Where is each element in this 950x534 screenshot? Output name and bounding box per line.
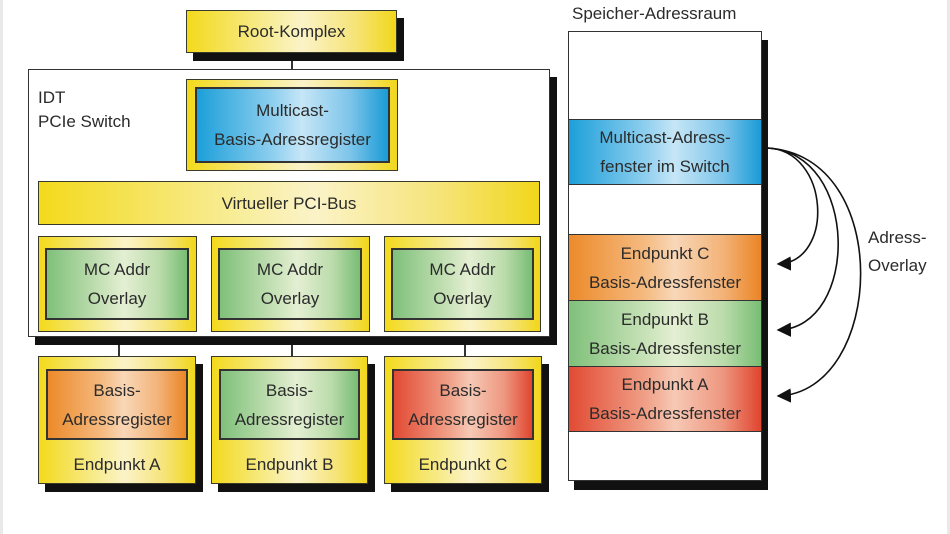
memory-region-endpoint-b: Endpunkt B Basis-Adressfenster bbox=[568, 300, 762, 367]
memory-region-multicast: Multicast-Adress- fenster im Switch bbox=[568, 119, 762, 185]
virtual-pci-bus-label: Virtueller PCI-Bus bbox=[221, 193, 357, 213]
overlay-label-b: MC Addr Overlay bbox=[256, 260, 324, 308]
left-border bbox=[0, 0, 3, 534]
endpoint-c-register-label: Basis- Adressregister bbox=[408, 380, 518, 429]
right-border bbox=[947, 0, 950, 534]
endpoint-a-name: Endpunkt A bbox=[73, 454, 161, 474]
multicast-register-label: Multicast- Basis-Adressregister bbox=[214, 101, 371, 149]
overlay-label-a: MC Addr Overlay bbox=[83, 260, 151, 308]
mc-addr-overlay-a: MC Addr Overlay bbox=[45, 248, 189, 320]
connector-root-switch bbox=[291, 52, 293, 80]
memory-region-endpoint-c-label: Endpunkt C Basis-Adressfenster bbox=[588, 243, 742, 292]
mc-addr-overlay-b: MC Addr Overlay bbox=[218, 248, 362, 320]
endpoint-b-register: Basis- Adressregister bbox=[219, 369, 360, 440]
memory-region-endpoint-a-label: Endpunkt A Basis-Adressfenster bbox=[588, 375, 742, 423]
endpoint-a-register: Basis- Adressregister bbox=[46, 369, 188, 440]
endpoint-a-register-label: Basis- Adressregister bbox=[62, 380, 172, 429]
virtual-pci-bus: Virtueller PCI-Bus bbox=[38, 181, 540, 225]
address-overlay-label: Adress- Overlay bbox=[868, 228, 927, 275]
connector-overlay-endpoint-a bbox=[118, 331, 120, 357]
memory-space-title: Speicher-Adressraum bbox=[572, 4, 737, 23]
endpoint-c-name: Endpunkt C bbox=[418, 454, 508, 474]
memory-region-endpoint-b-label: Endpunkt B Basis-Adressfenster bbox=[588, 309, 742, 358]
overlay-arrow-to-endpoint-c bbox=[766, 147, 819, 271]
mc-addr-overlay-c: MC Addr Overlay bbox=[391, 248, 534, 320]
overlay-arrow-to-endpoint-a bbox=[766, 147, 862, 403]
connector-overlay-endpoint-b bbox=[291, 331, 293, 357]
memory-region-endpoint-a: Endpunkt A Basis-Adressfenster bbox=[568, 366, 762, 432]
switch-title: IDT PCIe Switch bbox=[38, 88, 131, 131]
multicast-register: Multicast- Basis-Adressregister bbox=[195, 87, 390, 163]
connector-overlay-endpoint-c bbox=[464, 331, 466, 357]
memory-region-multicast-label: Multicast-Adress- fenster im Switch bbox=[599, 128, 731, 176]
endpoint-c-register: Basis- Adressregister bbox=[392, 369, 534, 440]
root-complex-label: Root-Komplex bbox=[237, 22, 346, 41]
overlay-label-c: MC Addr Overlay bbox=[429, 260, 496, 308]
endpoint-b-name: Endpunkt B bbox=[245, 454, 334, 474]
overlay-arrow-to-endpoint-b bbox=[766, 147, 839, 337]
root-complex: Root-Komplex bbox=[186, 10, 397, 53]
endpoint-b-register-label: Basis- Adressregister bbox=[234, 380, 345, 429]
